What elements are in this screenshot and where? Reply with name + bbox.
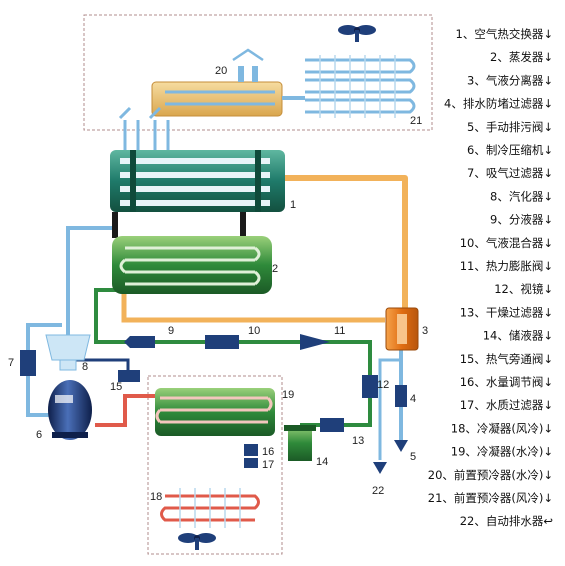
label-1: 1 [290,199,296,211]
air-cooled-condenser [160,488,260,528]
legend-item: 4、排水防堵过滤器↓ [444,97,553,111]
label-8: 8 [82,361,88,373]
legend-item: 8、汽化器↓ [490,189,553,203]
manual-drain-valve [394,440,408,452]
water-cooled-condenser [155,388,275,436]
label-12: 12 [377,379,389,391]
label-4: 4 [410,393,416,405]
distributor [124,336,155,348]
precooler-enclosure [83,14,433,131]
pipe-liquid-line [94,288,372,375]
label-6: 6 [36,429,42,441]
drain-filter [395,385,407,407]
legend-item: 11、热力膨胀阀↓ [460,259,553,273]
air-precooler-coil [305,55,416,118]
suction-filter [20,350,36,376]
pipe-hot-air [285,175,408,320]
legend-item: 20、前置预冷器(水冷)↓ [428,468,553,482]
legend-item: 6、制冷压缩机↓ [467,143,553,157]
label-15: 15 [110,381,122,393]
refrigeration-compressor [48,380,92,440]
gas-liquid-mixer [205,335,239,349]
sight-glass [362,375,378,398]
legend-item: 9、分液器↓ [490,213,553,227]
label-5: 5 [410,451,416,463]
pipe-drain [378,358,401,460]
label-13: 13 [352,435,364,447]
air-heat-exchanger [110,150,285,212]
legend-item: 2、蒸发器↓ [490,50,553,64]
legend-item: 18、冷凝器(风冷)↓ [451,421,553,435]
water-regulating-valve [244,444,258,456]
label-21: 21 [410,115,422,127]
receiver [284,425,316,461]
legend-item: 12、视镜↓ [494,282,553,296]
condenser-enclosure [147,375,283,555]
label-9: 9 [168,325,174,337]
legend-item: 3、气液分离器↓ [467,73,553,87]
legend-item: 19、冷凝器(水冷)↓ [451,445,553,459]
evaporator [112,236,272,294]
label-22: 22 [372,485,384,497]
label-17: 17 [262,459,274,471]
vent-arrows-icon [118,48,264,150]
legend-item: 17、水质过滤器↓ [460,398,553,412]
label-14: 14 [316,456,328,468]
hot-gas-bypass-valve [118,370,140,382]
legend: 1、空气热交换器↓ 2、蒸发器↓ 3、气液分离器↓ 4、排水防堵过滤器↓ 5、手动排污阀… [428,27,553,528]
legend-item: 21、前置预冷器(风冷)↓ [428,491,553,505]
gas-liquid-separator [385,307,419,351]
label-11: 11 [334,325,345,337]
dryer-filter [320,418,344,432]
label-7: 7 [8,357,14,369]
legend-item: 13、干燥过滤器↓ [460,305,553,319]
label-20: 20 [215,65,227,77]
legend-item: 22、自动排水器↩ [460,514,553,528]
label-10: 10 [248,325,260,337]
pipe-hot-air-lower [121,290,385,323]
legend-item: 5、手动排污阀↓ [467,120,553,134]
vaporizer [45,334,91,371]
label-19: 19 [282,389,294,401]
top-fan-icon [338,25,376,42]
legend-item: 10、气液混合器↓ [460,236,553,250]
label-16: 16 [262,446,274,458]
water-precooler [151,66,283,117]
bottom-fan-icon [178,533,216,550]
auto-drain [373,462,387,474]
legend-item: 15、热气旁通阀↓ [460,352,553,366]
legend-item: 7、吸气过滤器↓ [467,166,553,180]
legend-item: 1、空气热交换器↓ [456,27,553,41]
pipe-hot-gas [95,394,155,427]
label-18: 18 [150,491,162,503]
expansion-valve [300,334,330,350]
legend-item: 16、水量调节阀↓ [460,375,553,389]
label-2: 2 [272,263,278,275]
water-quality-filter [244,458,258,468]
legend-item: 14、储液器↓ [483,329,553,343]
pipe-air-left [66,226,115,335]
label-3: 3 [422,325,428,337]
